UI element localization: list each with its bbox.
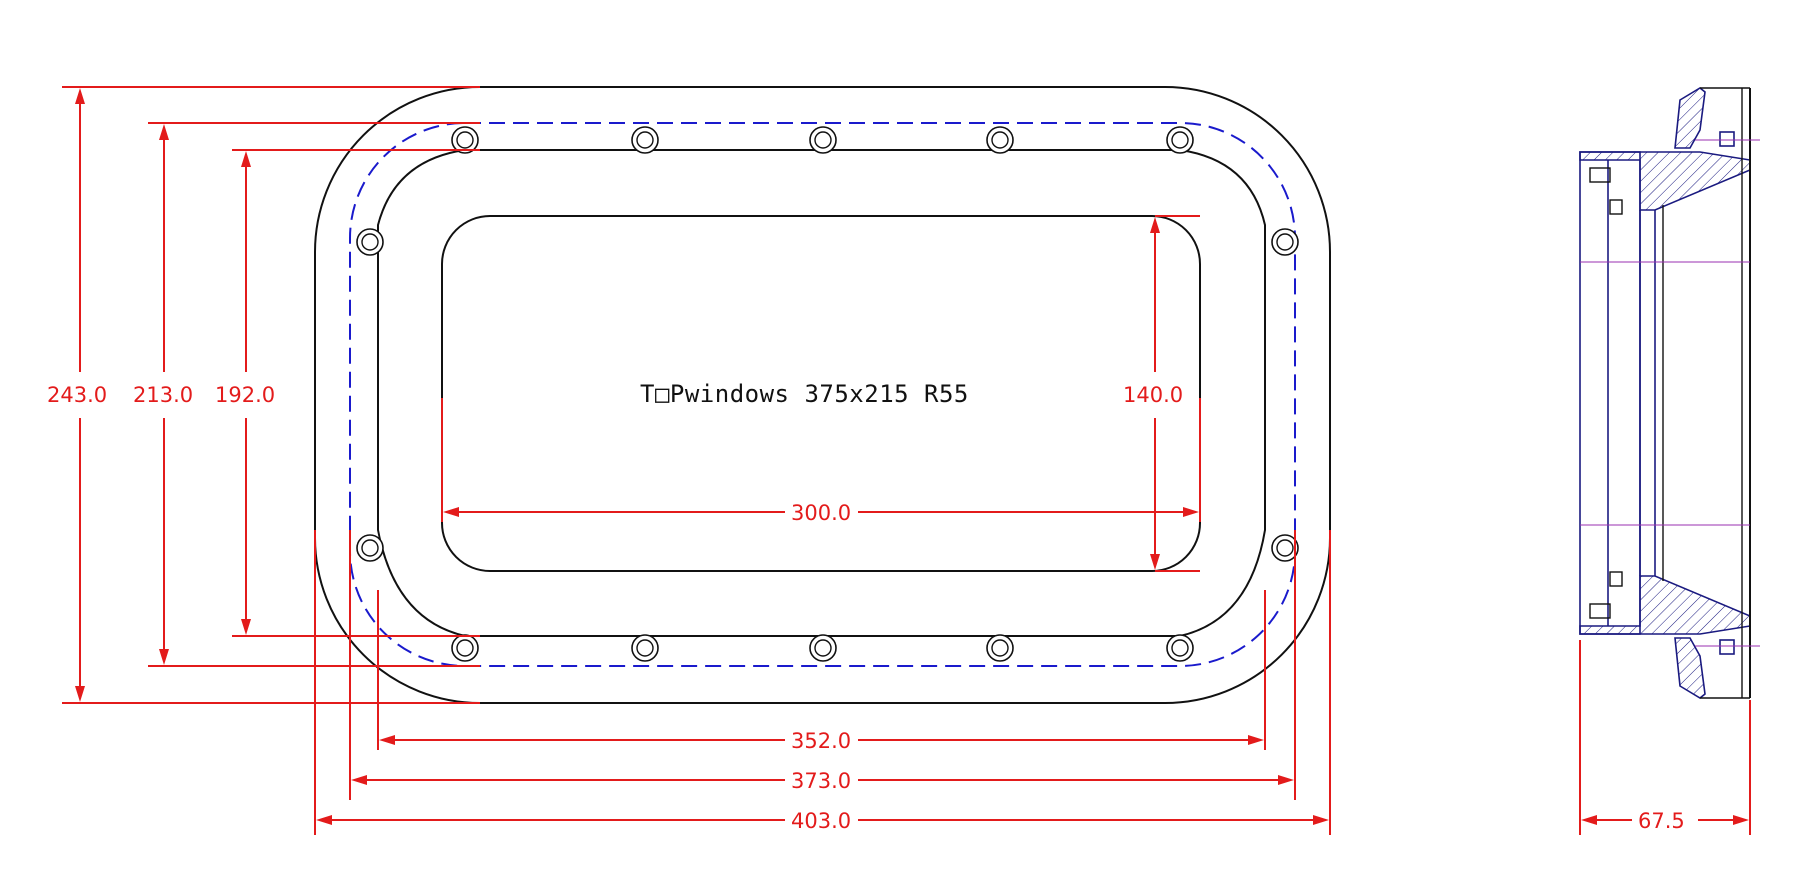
dim-outer-width: 403.0 <box>791 809 851 833</box>
bolt-hole <box>1166 634 1194 662</box>
bolt-hole <box>631 126 659 154</box>
dim-depth: 67.5 <box>1638 809 1685 833</box>
dim-seal-width: 373.0 <box>791 769 851 793</box>
dim-height-mid: 213.0 <box>133 383 193 407</box>
bolt-hole <box>451 634 479 662</box>
section-hatch-lip-top <box>1674 87 1706 149</box>
section-hatch-top <box>1579 151 1751 211</box>
dim-hole-span: 352.0 <box>791 729 851 753</box>
bolt-hole <box>986 634 1014 662</box>
bolt-hole <box>809 634 837 662</box>
side-section-view: 67.5 <box>1579 87 1760 835</box>
bolt-hole <box>356 534 384 562</box>
bolt-hole <box>631 634 659 662</box>
front-view: T□Pwindows 375x215 R55 <box>314 86 1331 704</box>
bolt-holes <box>356 126 1299 662</box>
outer-flange-outline <box>314 86 1331 704</box>
bolt-hole <box>451 126 479 154</box>
front-dimensions: 243.0 213.0 192.0 140.0 300.0 <box>47 86 1331 835</box>
window-opening <box>441 215 1201 572</box>
part-title: T□Pwindows 375x215 R55 <box>640 380 969 408</box>
dim-opening-width: 300.0 <box>791 501 851 525</box>
bolt-hole <box>809 126 837 154</box>
section-hatch-lip-bottom <box>1674 637 1706 699</box>
bolt-hole <box>1271 534 1299 562</box>
dim-height-inner: 192.0 <box>215 383 275 407</box>
dim-opening-height: 140.0 <box>1123 383 1183 407</box>
section-hatch-bottom <box>1579 575 1751 635</box>
bolt-hole <box>356 228 384 256</box>
bolt-hole <box>1166 126 1194 154</box>
dim-height-outer: 243.0 <box>47 383 107 407</box>
bolt-hole <box>986 126 1014 154</box>
bolt-hole <box>1271 228 1299 256</box>
